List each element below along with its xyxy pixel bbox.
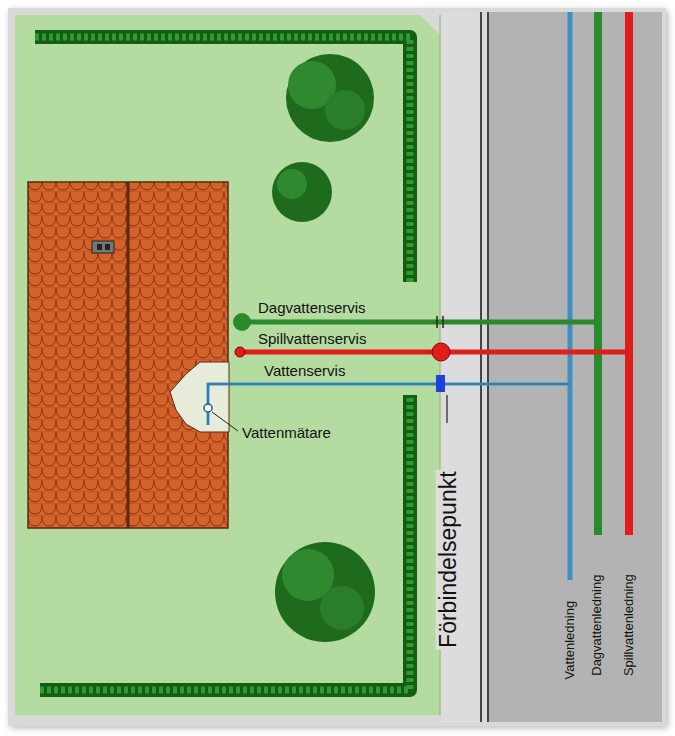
curb-line (487, 12, 489, 722)
water-service-edge (208, 384, 570, 425)
sewer-main (625, 12, 633, 535)
main-label: Spillvattenledning (622, 572, 636, 678)
service-label: Dagvattenservis (256, 300, 368, 317)
meter-label: Vattenmätare (240, 425, 333, 442)
storm-inlet (233, 313, 251, 331)
main-label: Vattenledning (563, 599, 577, 682)
chimney (92, 241, 114, 253)
service-label: Vattenservis (262, 363, 347, 380)
leader-line (446, 395, 447, 423)
tree (286, 54, 374, 142)
water-meter (204, 404, 212, 412)
lawn (15, 15, 440, 715)
connection-mark (442, 316, 444, 328)
street (487, 12, 662, 722)
tree (272, 162, 332, 222)
water-service (208, 384, 570, 425)
connection-point-label: Förbindelsepunkt (435, 470, 460, 650)
main-label: Dagvattenledning (591, 572, 605, 677)
water-main (568, 12, 573, 580)
cutaway (170, 362, 229, 432)
sewer-outlet (235, 347, 245, 357)
storm-service (242, 320, 598, 325)
service-label: Spillvattenservis (256, 331, 368, 348)
valve (436, 375, 445, 392)
curb-line (480, 12, 482, 722)
storm-main (594, 12, 602, 535)
house-roof (28, 182, 228, 528)
sewer-manhole (432, 343, 450, 361)
frame (8, 8, 666, 726)
tree (275, 542, 375, 642)
leader-line (212, 412, 238, 431)
connection-mark (436, 316, 438, 328)
roof-ridge (127, 182, 130, 528)
